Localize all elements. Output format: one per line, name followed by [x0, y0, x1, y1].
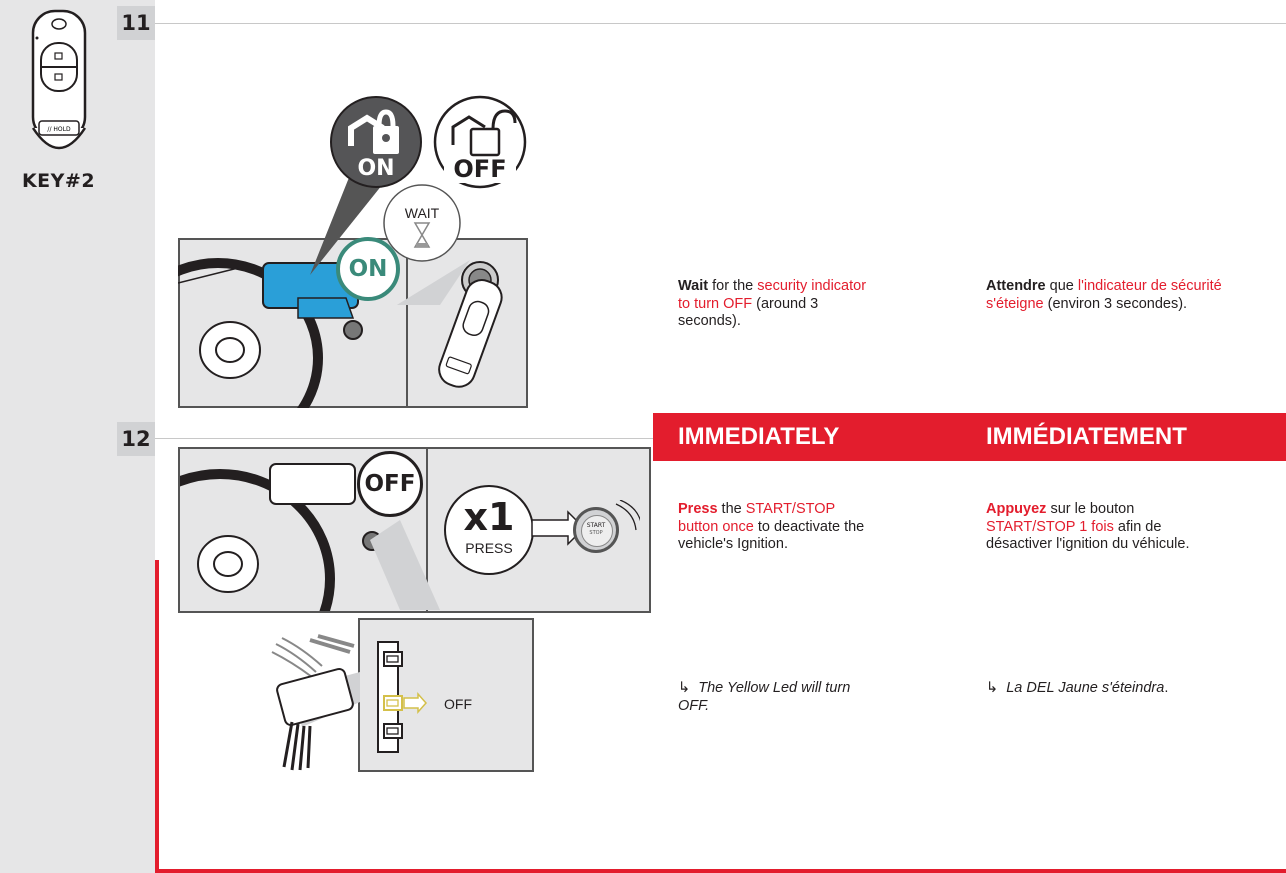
dash-off-label: OFF	[360, 454, 420, 514]
step-number-12: 12	[117, 422, 155, 456]
step11-en-pre: for the	[708, 278, 757, 294]
key-fob-icon: // HOLD	[25, 8, 93, 160]
wait-label: WAIT	[382, 205, 462, 221]
divider-12	[155, 438, 653, 439]
header-en: IMMEDIATELY	[678, 423, 839, 451]
remote-starter-module-icon	[262, 632, 372, 772]
step12-instruction-fr: Appuyez sur le bouton START/STOP 1 fois …	[986, 501, 1196, 554]
led-note-en-text: The Yellow Led will turn OFF.	[678, 680, 850, 714]
dash-on-label: ON	[340, 241, 396, 297]
step12-fr-verb: Appuyez	[986, 501, 1046, 517]
security-off-label: OFF	[425, 155, 535, 183]
svg-text:// HOLD: // HOLD	[47, 126, 71, 133]
led-note-fr-text: La DEL Jaune s'éteindra	[1006, 680, 1164, 696]
header-fr: IMMÉDIATEMENT	[986, 423, 1187, 451]
dash-on-badge: ON	[336, 237, 400, 301]
step11-fr-pre: que	[1046, 278, 1078, 294]
step-number-11: 11	[117, 6, 155, 40]
start-label: START	[576, 522, 616, 529]
press-once-badge: x1 PRESS	[444, 485, 534, 575]
step11-en-verb: Wait	[678, 278, 708, 294]
divider-11	[155, 23, 1286, 24]
step12-en-pre: the	[718, 501, 746, 517]
led-note-fr-arrow: ↳	[986, 680, 998, 696]
led-panel: OFF	[358, 618, 534, 772]
press-label: PRESS	[446, 540, 532, 556]
step12-en-verb: Press	[678, 501, 718, 517]
step11-instruction-en: Wait for the security indicator to turn …	[678, 278, 878, 331]
security-on-badge: ON	[327, 96, 425, 188]
urgency-header: IMMEDIATELY IMMÉDIATEMENT	[653, 413, 1286, 461]
dash-off-badge: OFF	[357, 451, 423, 517]
step11-instruction-fr: Attendre que l'indicateur de sécurité s'…	[986, 278, 1251, 313]
step12-fr-highlight: START/STOP 1 fois	[986, 519, 1114, 535]
security-on-label: ON	[327, 156, 425, 181]
press-count: x1	[446, 495, 532, 539]
key-label: KEY#2	[0, 170, 117, 192]
led-note-en: ↳ The Yellow Led will turn OFF.	[678, 680, 878, 715]
step12-instruction-en: Press the START/STOP button once to deac…	[678, 501, 878, 554]
step11-fr-post: (environ 3 secondes).	[1044, 296, 1187, 312]
red-border-left	[155, 560, 159, 873]
led-note-fr-post: .	[1164, 680, 1168, 696]
led-off-label: OFF	[444, 696, 472, 712]
callout-line-12	[340, 500, 460, 610]
led-note-fr: ↳ La DEL Jaune s'éteindra.	[986, 680, 1186, 698]
red-border-bottom	[155, 869, 1286, 873]
security-off-badge: OFF	[425, 95, 535, 189]
led-note-en-arrow: ↳	[678, 680, 690, 696]
step11-fr-verb: Attendre	[986, 278, 1046, 294]
stop-label: STOP	[576, 530, 616, 536]
step12-fr-pre: sur le bouton	[1046, 501, 1134, 517]
start-stop-button: START STOP	[573, 507, 619, 553]
